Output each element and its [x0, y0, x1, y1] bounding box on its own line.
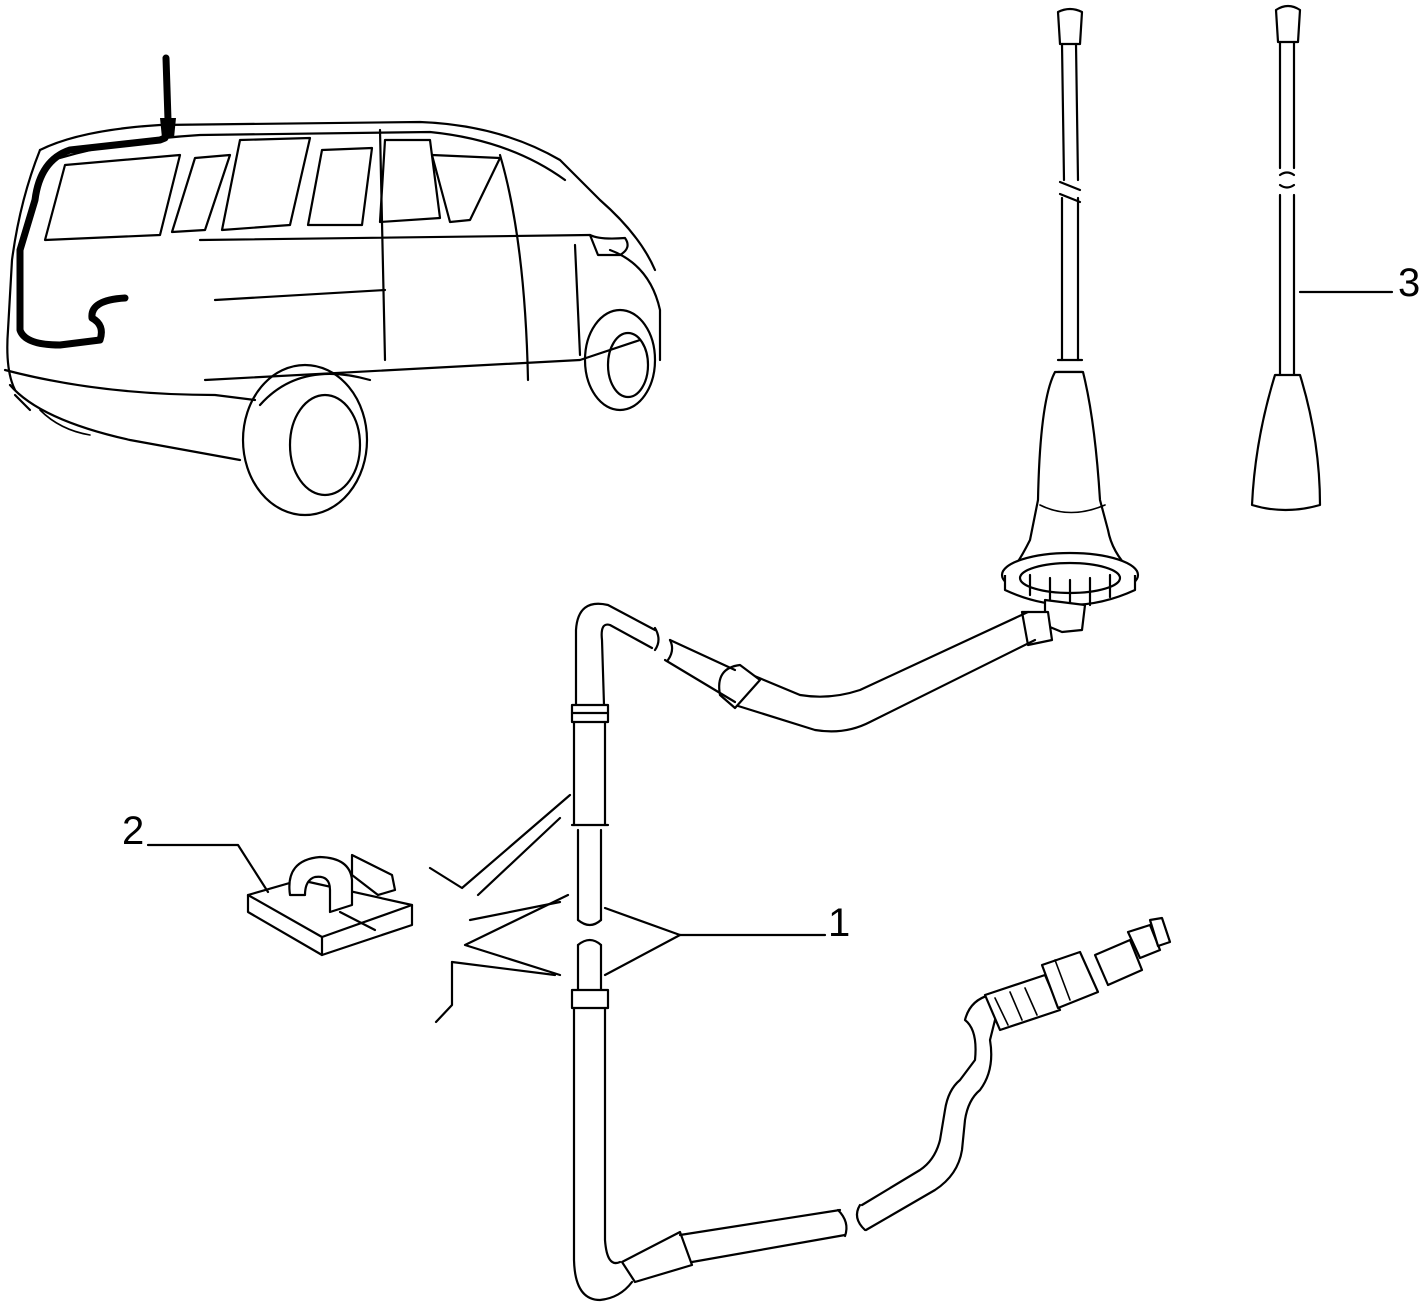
- callout-leaders: [146, 290, 1394, 977]
- vehicle-illustration: [3, 54, 662, 517]
- callout-number-3: 3: [1398, 261, 1420, 305]
- spare-antenna-rod: [1250, 4, 1322, 512]
- detail-pointer-lines: [428, 793, 572, 1024]
- callout-number-1: 1: [828, 901, 850, 945]
- cable-clip: [246, 853, 414, 957]
- antenna-assembly: [1000, 7, 1140, 647]
- antenna-cable: [570, 602, 1172, 1302]
- callout-number-2: 2: [122, 809, 144, 853]
